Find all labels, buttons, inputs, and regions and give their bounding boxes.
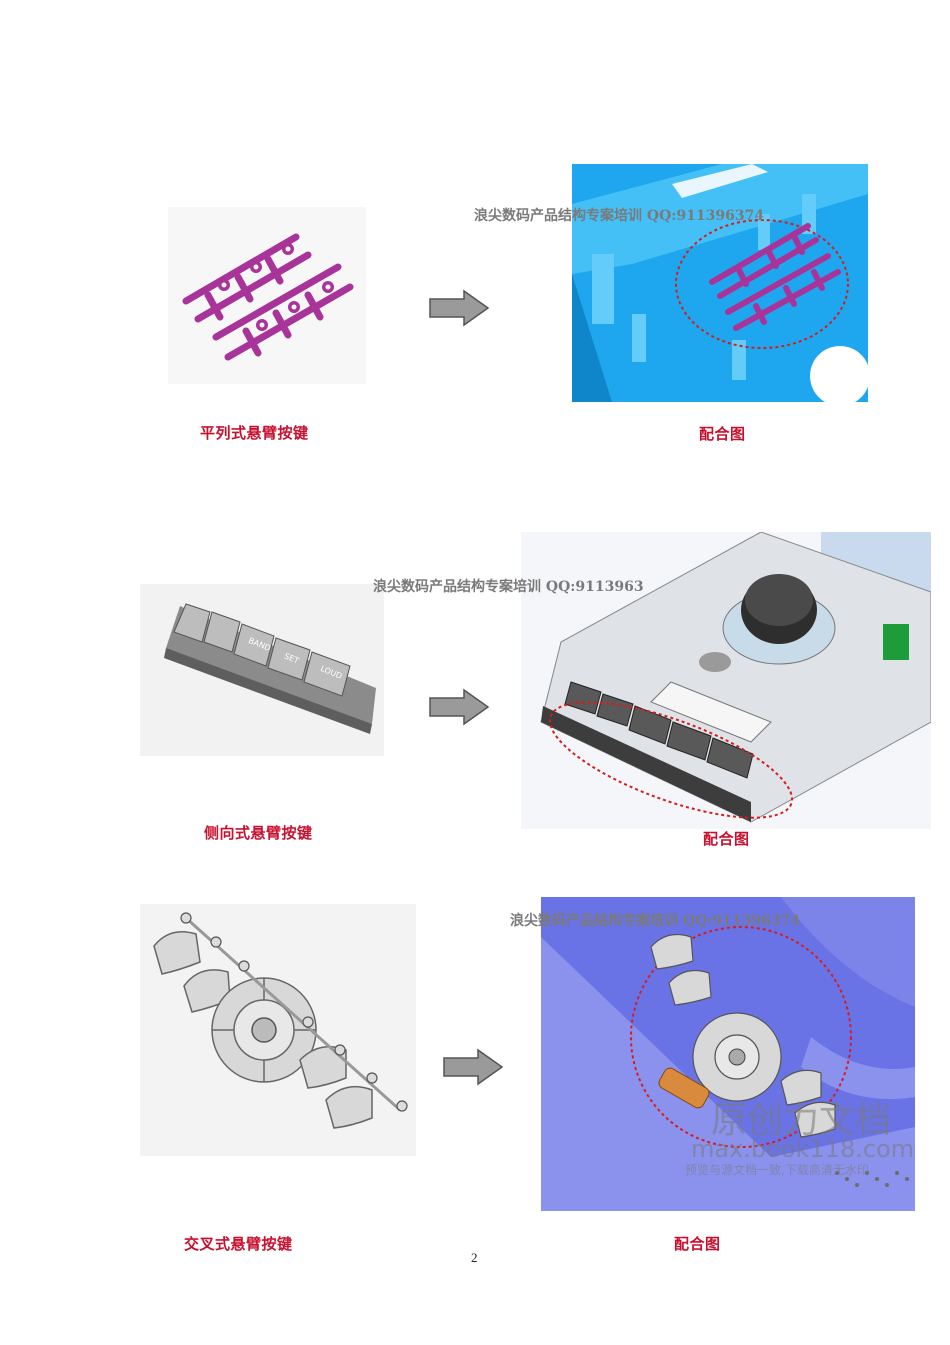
site-watermark-url: max.book118.com	[691, 1135, 915, 1163]
watermark-row-3: 浪尖数码产品结构专案培训 QQ:911396374	[510, 913, 801, 929]
watermark-row-1: 浪尖数码产品结构专案培训 QQ:911396374	[474, 208, 765, 224]
page-number: 2	[471, 1250, 478, 1265]
caption-fit-diagram-1: 配合图	[699, 425, 746, 443]
site-watermark-note: 预览与源文档一致,下载高清无水印	[685, 1163, 869, 1177]
lateral-cantilever-key-image: BAND SET LOUD	[140, 584, 384, 756]
caption-parallel-cantilever-key: 平列式悬臂按键	[200, 424, 309, 442]
parallel-cantilever-key-image	[168, 207, 366, 384]
lateral-fit-image	[521, 532, 931, 829]
site-watermark-logo: 原创力文档	[711, 1100, 892, 1141]
cross-fit-image: 原创力文档 max.book118.com 预览与源文档一致,下载高清无水印	[541, 897, 915, 1211]
caption-fit-diagram-2: 配合图	[703, 830, 750, 848]
parallel-fit-image	[572, 164, 868, 402]
caption-cross-cantilever-key: 交叉式悬臂按键	[184, 1235, 293, 1253]
arrow-right-icon	[429, 289, 490, 327]
watermark-row-2: 浪尖数码产品结构专案培训 QQ:9113963	[373, 579, 644, 595]
cross-cantilever-key-image	[140, 904, 416, 1156]
arrow-right-icon	[443, 1048, 504, 1086]
caption-fit-diagram-3: 配合图	[674, 1235, 721, 1253]
arrow-right-icon	[429, 688, 490, 726]
caption-lateral-cantilever-key: 侧向式悬臂按键	[204, 824, 313, 842]
